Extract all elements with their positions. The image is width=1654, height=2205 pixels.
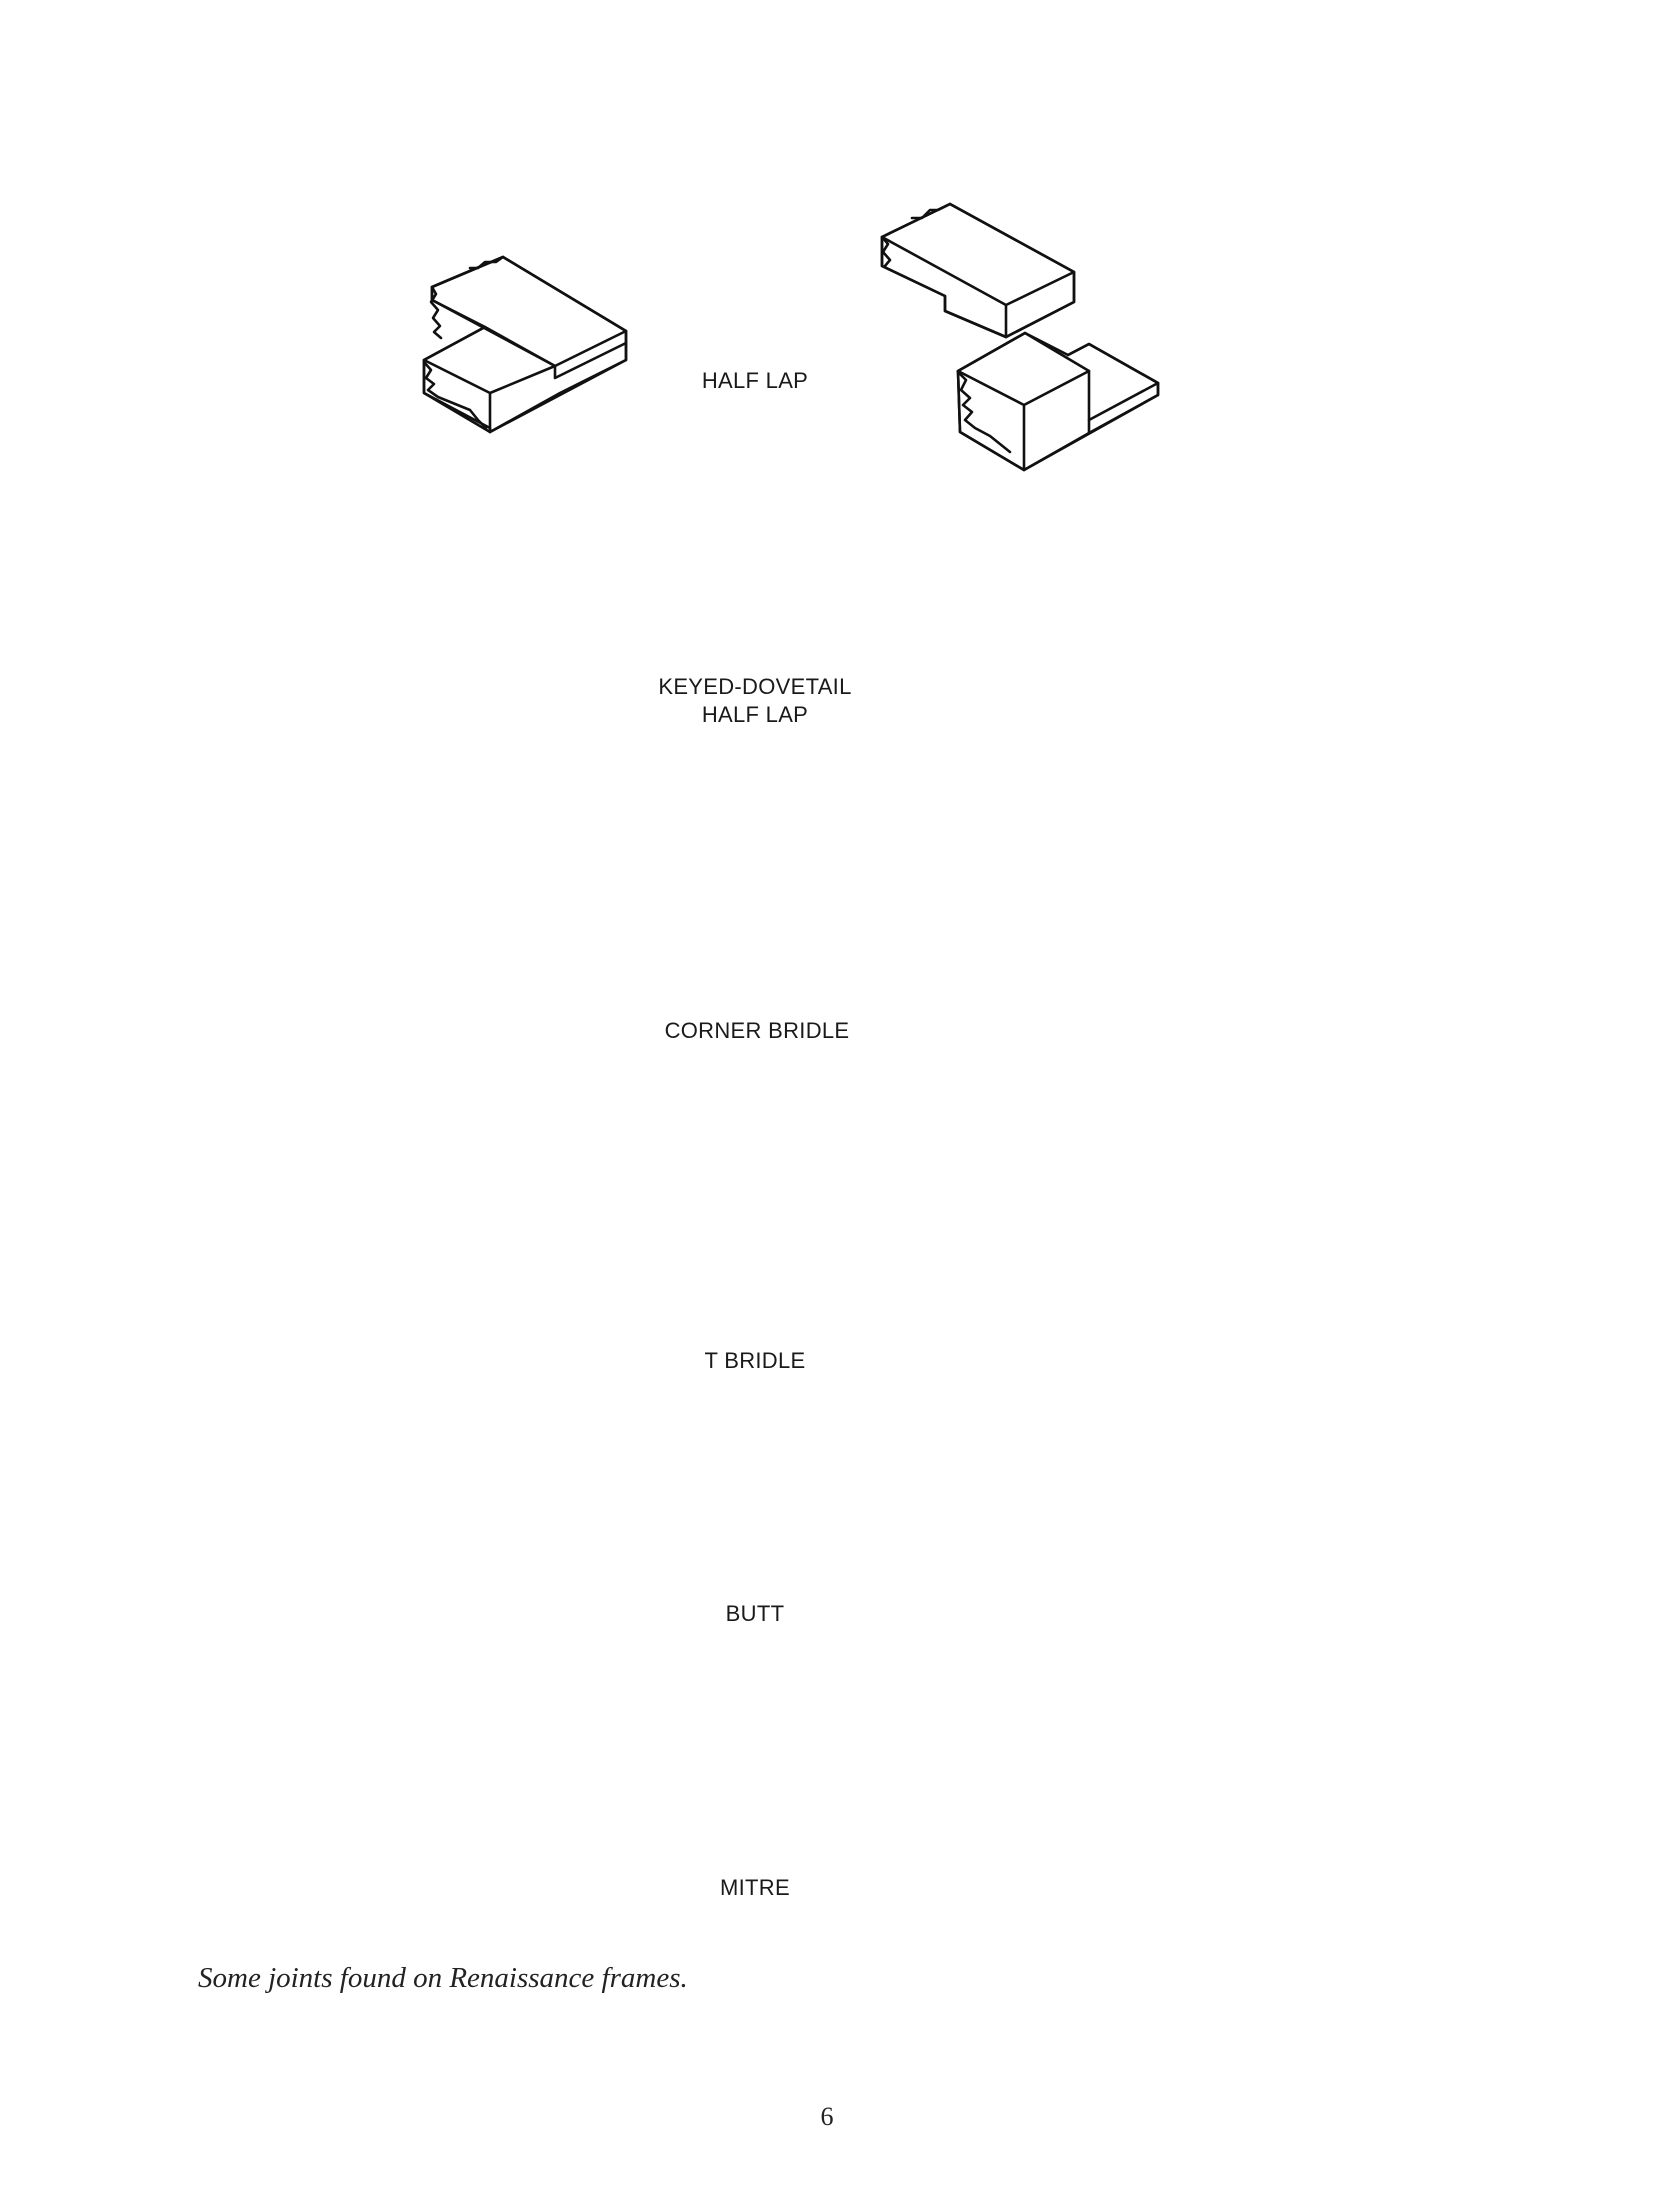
label-line: HALF LAP [701, 702, 809, 727]
label-line: CORNER BRIDLE [664, 1018, 850, 1043]
joint-label-mitre: MITRE [605, 1874, 905, 1902]
label-line: HALF LAP [701, 368, 809, 393]
label-line: T BRIDLE [704, 1348, 806, 1373]
joint-label-t-bridle: T BRIDLE [605, 1347, 905, 1375]
half-lap-assembled-drawing [422, 255, 628, 434]
joint-label-keyed-dovetail-half-lap: KEYED-DOVETAIL HALF LAP [605, 673, 905, 729]
figure-caption: Some joints found on Renaissance frames. [198, 1962, 688, 1994]
page-number: 6 [820, 2102, 834, 2131]
joint-label-corner-bridle: CORNER BRIDLE [607, 1017, 907, 1045]
label-line: KEYED-DOVETAIL [658, 674, 852, 699]
joint-label-half-lap: HALF LAP [605, 367, 905, 395]
label-line: BUTT [725, 1601, 785, 1626]
half-lap-separated-drawing [880, 202, 1160, 472]
joint-label-butt: BUTT [605, 1600, 905, 1628]
label-line: MITRE [720, 1875, 790, 1900]
